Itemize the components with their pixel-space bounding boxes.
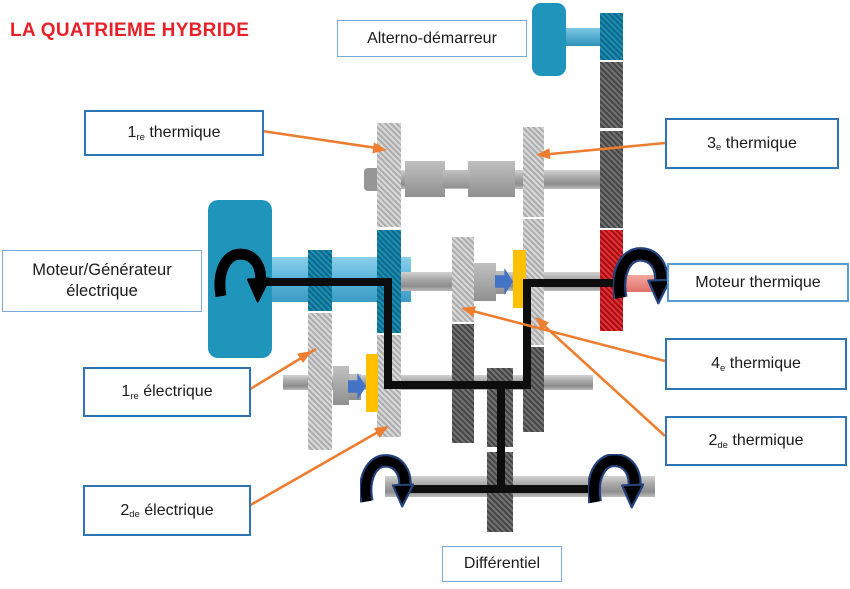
gear-alterno-teal (600, 13, 623, 60)
collar-top-left (405, 161, 445, 197)
label-engine: Moteur thermique (667, 263, 849, 302)
label-fourth-thermal: 4e thermique (665, 338, 847, 390)
label-text: 1re thermique (127, 124, 221, 143)
synchro-yellow-low (366, 354, 378, 412)
alterno-starter-block (532, 3, 566, 76)
collar-low-hub (333, 366, 349, 405)
collar-top-mid (443, 170, 470, 188)
gear-third-thermal (523, 127, 544, 217)
gear-col5-dark1 (600, 62, 623, 128)
power-path-main (258, 278, 622, 389)
gear-first-thermal (377, 123, 401, 227)
rotation-arrow-icon (613, 247, 671, 305)
label-text: 2de thermique (708, 432, 804, 451)
label-text: 1re électrique (121, 383, 213, 402)
gear-first-electric (308, 313, 332, 450)
collar-mid-hub (472, 263, 496, 301)
gear-fourth-thermal (452, 237, 474, 322)
shaft-alterno (565, 28, 602, 46)
label-motor-generator: Moteur/Générateur électrique (2, 250, 202, 312)
collar-top-right (468, 161, 515, 197)
label-second-thermal: 2de thermique (665, 416, 847, 466)
label-text: Alterno-démarreur (367, 29, 497, 47)
label-text: 2de électrique (120, 501, 214, 521)
diagram-title: LA QUATRIEME HYBRIDE (10, 20, 250, 41)
rotation-arrow-icon (214, 248, 270, 303)
label-text: Moteur thermique (695, 273, 821, 291)
label-first-thermal: 1re thermique (84, 110, 264, 156)
label-text: 3e thermique (707, 134, 797, 154)
label-text: Moteur/Générateur électrique (32, 261, 172, 300)
synchro-yellow-mid (513, 250, 526, 308)
label-third-thermal: 3e thermique (665, 118, 839, 169)
gear-col5-dark2 (600, 131, 623, 228)
label-first-electric: 1re électrique (83, 367, 251, 417)
shaft-top-end-cap (364, 168, 379, 191)
label-differential: Différentiel (442, 546, 562, 582)
label-text: Différentiel (463, 555, 541, 572)
label-alterno-demarreur: Alterno-démarreur (337, 20, 527, 57)
rotation-arrow-icon (588, 454, 644, 509)
rotation-arrow-icon (360, 454, 414, 508)
label-text: 4e thermique (711, 355, 801, 374)
label-second-electric: 2de électrique (83, 485, 251, 536)
